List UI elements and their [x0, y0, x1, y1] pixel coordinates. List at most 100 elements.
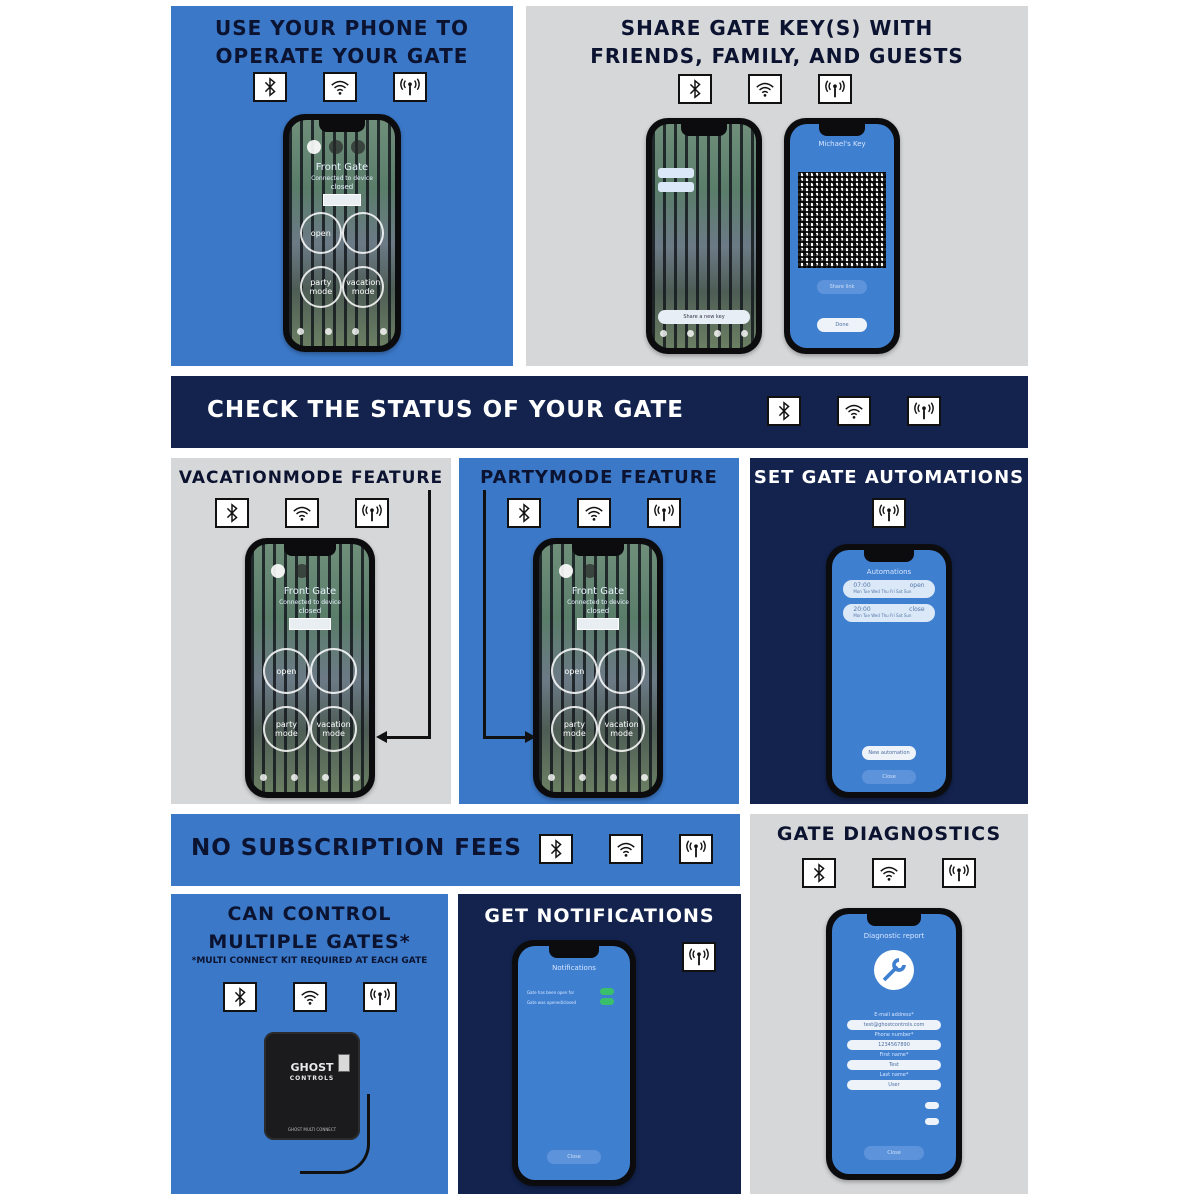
settings-icon[interactable]: [740, 330, 748, 337]
send-info-toggle[interactable]: [924, 1118, 939, 1125]
automation-time: 20:00: [853, 606, 871, 613]
icon-row: [215, 498, 389, 528]
phone-field[interactable]: 1234567890: [846, 1040, 942, 1050]
new-automation-button[interactable]: New automation: [861, 746, 917, 760]
close-button[interactable]: [598, 648, 646, 694]
party-mode-button[interactable]: party mode: [262, 706, 310, 752]
gate-subtitle: Connected to device: [311, 175, 373, 182]
keys-icon[interactable]: [324, 328, 332, 335]
icon-row: [682, 942, 716, 972]
icon-row: [678, 74, 852, 104]
key-list-item[interactable]: [658, 182, 694, 192]
done-button[interactable]: Done: [817, 318, 867, 332]
party-mode-button[interactable]: party mode: [550, 706, 598, 752]
notification-toggle-1[interactable]: [600, 988, 615, 995]
automation-row[interactable]: 20:00 close Mon Tue Wed Thu Fri Sat Sun: [843, 604, 935, 622]
phone-share-keys: Share a new key: [646, 118, 762, 354]
close-diagnostics-button[interactable]: Close: [864, 1146, 924, 1160]
qr-code: [798, 172, 886, 268]
vacation-arrow-line: [428, 490, 431, 738]
list-icon[interactable]: [713, 330, 721, 337]
keys-icon[interactable]: [291, 774, 299, 781]
settings-icon[interactable]: [352, 774, 360, 781]
bluetooth-icon: [223, 982, 257, 1012]
icon-row: [253, 72, 427, 102]
email-field[interactable]: test@ghostcontrols.com: [846, 1020, 942, 1030]
panel-subscription-title: NO SUBSCRIPTION FEES: [191, 835, 522, 861]
settings-icon[interactable]: [379, 328, 387, 335]
settings-icon[interactable]: [640, 774, 648, 781]
panel-notifications: GET NOTIFICATIONS Notifications Gate has…: [458, 894, 741, 1194]
bluetooth-icon: [507, 498, 541, 528]
last-name-field[interactable]: User: [846, 1080, 942, 1090]
gate-subtitle: Connected to device: [279, 599, 341, 606]
panel-party: PARTYMODE FEATURE Front Gate Connected t…: [459, 458, 739, 804]
party-mode-button[interactable]: party mode: [299, 266, 342, 308]
close-button[interactable]: [342, 212, 385, 254]
panel-party-title: PARTYMODE FEATURE: [480, 467, 718, 488]
first-name-label: First name*: [879, 1052, 909, 1058]
gate-title: Front Gate: [571, 586, 625, 597]
list-icon[interactable]: [609, 774, 617, 781]
panel-diagnostics-title: GATE DIAGNOSTICS: [776, 823, 1002, 845]
list-icon[interactable]: [352, 328, 360, 335]
panel-operate: USE YOUR PHONE TO OPERATE YOUR GATE Fron…: [171, 6, 513, 366]
phone-key-qr: Michael's Key Share link Done: [784, 118, 900, 354]
antenna-icon: [682, 942, 716, 972]
notification-toggle-2[interactable]: [600, 998, 615, 1005]
close-notifications-button[interactable]: Close: [547, 1150, 601, 1164]
share-new-key-button[interactable]: Share a new key: [658, 310, 750, 324]
panel-share: SHARE GATE KEY(S) WITH FRIENDS, FAMILY, …: [526, 6, 1028, 366]
gate-state: closed: [586, 607, 610, 615]
wifi-icon: [293, 982, 327, 1012]
panel-diagnostics: GATE DIAGNOSTICS Diagnostic report E-mai…: [750, 814, 1028, 1194]
bottom-nav: [260, 774, 360, 782]
open-button[interactable]: open: [262, 648, 310, 694]
share-link-button[interactable]: Share link: [817, 280, 867, 294]
panel-automations-title: SET GATE AUTOMATIONS: [753, 467, 1025, 488]
gate-state: closed: [298, 607, 322, 615]
icon-row: [872, 498, 906, 528]
icon-row: [223, 982, 397, 1012]
vacation-mode-button[interactable]: vacation mode: [598, 706, 646, 752]
party-arrow-head: [525, 731, 536, 743]
keys-icon[interactable]: [687, 330, 695, 337]
request-callback-toggle[interactable]: [924, 1102, 939, 1109]
vacation-arrow-head: [376, 731, 387, 743]
list-icon[interactable]: [321, 774, 329, 781]
home-icon[interactable]: [297, 328, 305, 335]
wifi-icon: [609, 834, 643, 864]
phone-diagnostics: Diagnostic report E-mail address* test@g…: [826, 908, 962, 1180]
gate-title: Front Gate: [315, 162, 369, 173]
antenna-icon: [818, 74, 852, 104]
icon-row: [507, 498, 681, 528]
antenna-icon: [872, 498, 906, 528]
phone-notifications: Notifications Gate has been open for Gat…: [512, 940, 636, 1186]
antenna-icon: [942, 858, 976, 888]
notification-row-1: Gate has been open for: [526, 990, 575, 995]
key-list-item[interactable]: [658, 168, 694, 178]
close-automations-button[interactable]: Close: [861, 770, 917, 784]
bluetooth-status-icon: [271, 564, 285, 578]
antenna-icon: [647, 498, 681, 528]
home-icon[interactable]: [660, 330, 668, 337]
device-cable: [300, 1094, 370, 1174]
vacation-mode-button[interactable]: vacation mode: [310, 706, 358, 752]
open-button[interactable]: open: [550, 648, 598, 694]
open-button[interactable]: open: [299, 212, 342, 254]
keys-icon[interactable]: [579, 774, 587, 781]
gate-title: Front Gate: [283, 586, 337, 597]
vacation-mode-button[interactable]: vacation mode: [342, 266, 385, 308]
close-button[interactable]: [310, 648, 358, 694]
notifications-header: Notifications: [552, 964, 596, 972]
first-name-field[interactable]: Test: [846, 1060, 942, 1070]
automations-header: Automations: [866, 568, 912, 576]
automation-row[interactable]: 07:00 open Mon Tue Wed Thu Fri Sat Sun: [843, 580, 935, 598]
wrench-icon: [874, 950, 914, 990]
phone-automations: Automations 07:00 open Mon Tue Wed Thu F…: [826, 544, 952, 798]
gate-status-bar: [288, 618, 332, 630]
home-icon[interactable]: [548, 774, 556, 781]
antenna-icon: [679, 834, 713, 864]
home-icon[interactable]: [260, 774, 268, 781]
wifi-status-icon: [329, 140, 343, 154]
